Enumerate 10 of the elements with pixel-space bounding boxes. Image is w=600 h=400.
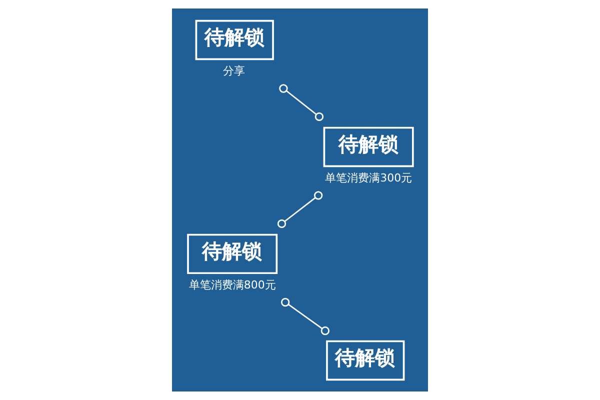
node-label: 单笔消费满300元 (325, 171, 412, 184)
connector (277, 191, 323, 228)
node-box: 待解锁 (323, 126, 414, 168)
node-box: 待解锁 (326, 340, 405, 381)
connector (280, 298, 330, 336)
node-label: 分享 (223, 64, 246, 78)
node-box: 待解锁 (187, 234, 278, 274)
connector (279, 84, 324, 122)
node-box: 待解锁 (195, 20, 274, 60)
node-label: 单笔消费满800元 (188, 278, 276, 292)
